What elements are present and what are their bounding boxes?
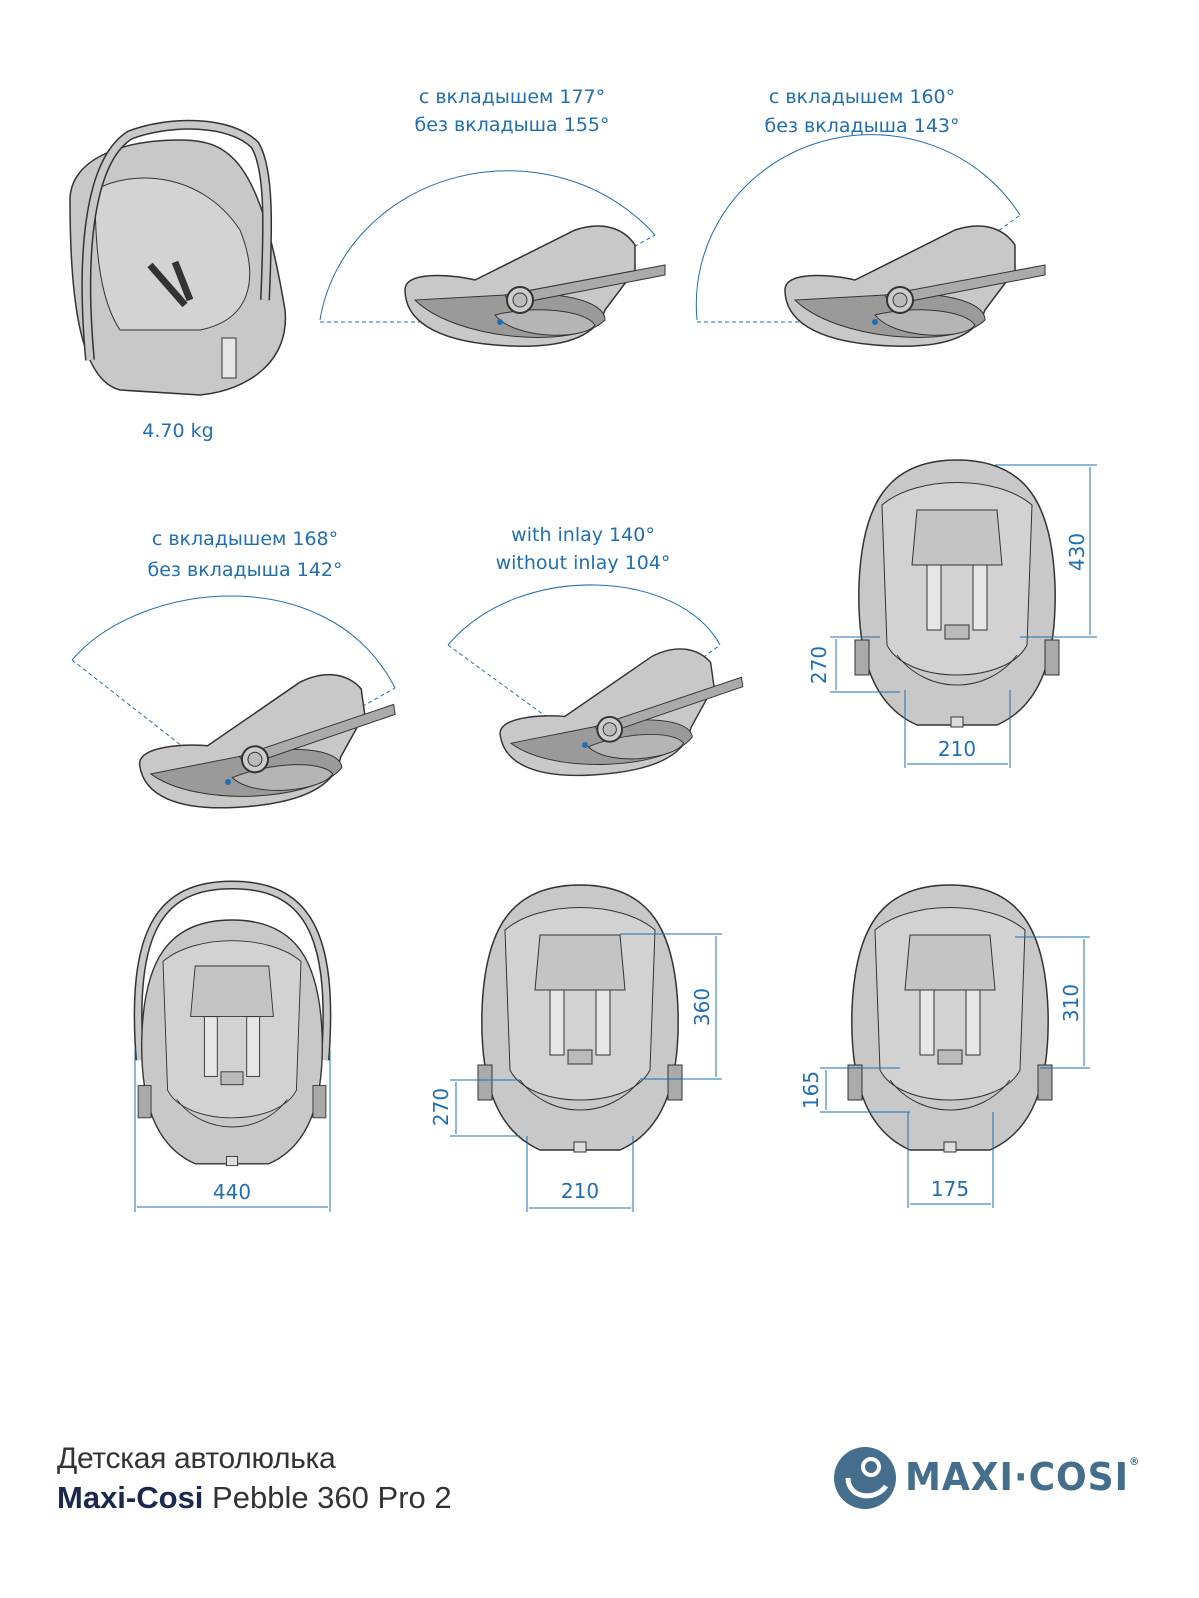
- product-title: Maxi-Cosi Pebble 360 Pro 2: [57, 1480, 452, 1516]
- logo-text: MAXI·COSI: [905, 1455, 1130, 1499]
- top-view-2: [133, 880, 332, 1212]
- recline-diagram-3: [71, 595, 406, 823]
- dim-view1-lower: 270: [807, 645, 831, 685]
- registered-mark: ®: [1129, 1455, 1141, 1468]
- recline-4-without-inlay: without inlay 104°: [495, 552, 671, 574]
- recline-2-with-inlay: с вкладышем 160°: [768, 86, 956, 108]
- recline-3-without-inlay: без вкладыша 142°: [147, 559, 343, 581]
- maxi-cosi-logo-icon: [834, 1447, 896, 1509]
- dim-view2-width: 440: [212, 1180, 252, 1204]
- product-subtitle: Детская автолюлька: [57, 1442, 336, 1475]
- recline-1-without-inlay: без вкладыша 155°: [414, 114, 610, 136]
- recline-diagram-1: [319, 170, 666, 348]
- top-view-1: [830, 459, 1097, 768]
- brand-name: Maxi-Cosi: [57, 1480, 204, 1515]
- dim-view4-lower: 165: [799, 1070, 823, 1110]
- top-view-4: [820, 884, 1090, 1208]
- top-view-3: [450, 884, 722, 1212]
- dim-view1-width: 210: [937, 737, 977, 761]
- recline-2-without-inlay: без вкладыша 143°: [764, 115, 960, 137]
- maxi-cosi-logo: MAXI·COSI®: [905, 1455, 1140, 1499]
- dim-view1-height: 430: [1065, 532, 1089, 572]
- dim-view3-height: 360: [690, 987, 714, 1027]
- dim-view3-width: 210: [560, 1179, 600, 1203]
- dim-view4-width: 175: [930, 1177, 970, 1201]
- recline-1-with-inlay: с вкладышем 177°: [418, 86, 606, 108]
- dim-view3-lower: 270: [429, 1087, 453, 1127]
- seat-perspective-illustration: [69, 119, 287, 396]
- model-name: Pebble 360 Pro 2: [212, 1480, 452, 1515]
- weight-label: 4.70 kg: [142, 420, 214, 442]
- recline-diagram-2: [695, 134, 1046, 348]
- dim-view4-height: 310: [1059, 983, 1083, 1023]
- recline-3-with-inlay: с вкладышем 168°: [151, 528, 339, 550]
- recline-4-with-inlay: with inlay 140°: [511, 524, 655, 546]
- recline-diagram-4: [447, 584, 754, 789]
